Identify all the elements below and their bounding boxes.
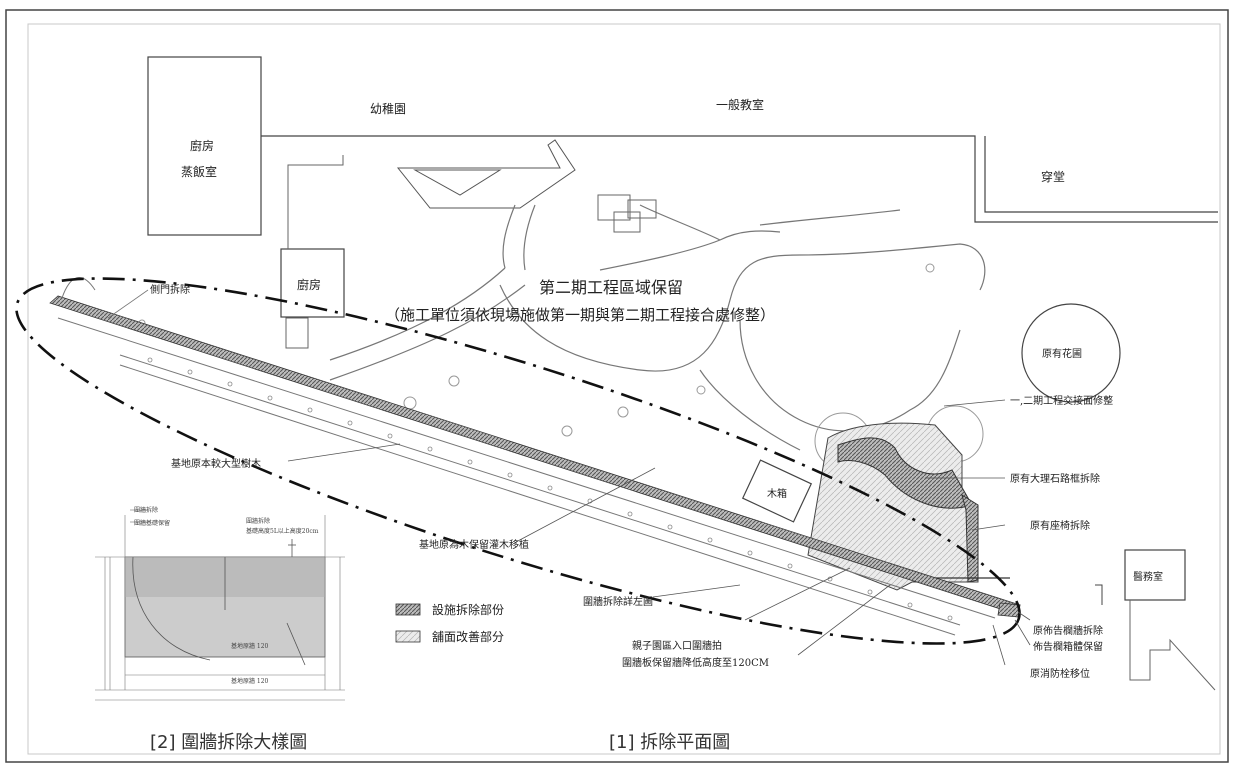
health-room-stair	[1129, 600, 1216, 691]
wall-edge-top	[57, 317, 996, 619]
planter-outer	[396, 139, 576, 209]
legend-pave-label: 舖面改善部分	[432, 629, 504, 644]
room-kitchen-line2: 蒸飯室	[181, 164, 217, 179]
detail-note4: 基礎高度5L以上高度20cm	[246, 527, 319, 535]
detail-note2: 圍牆基礎保留	[134, 519, 170, 527]
detail-ann1: 基地原牆 120	[231, 642, 269, 650]
phase2-title: 第二期工程區域保留	[539, 278, 683, 297]
classroom-wall	[261, 135, 1218, 223]
callout-small-trees: 基地原為木保留灌木移植	[419, 538, 529, 551]
wall-edge-inner	[119, 354, 961, 626]
kitchen-stairs	[285, 317, 309, 349]
callout-junction: 一,二期工程交接面修整	[1010, 394, 1113, 407]
callout-big-trees: 基地原本較大型樹木	[171, 457, 261, 470]
room-kitchen-small: 廚房	[297, 277, 321, 292]
detail-note3: 圍牆拆除	[246, 517, 270, 525]
room-flower-bed: 原有花圃	[1042, 347, 1082, 360]
kitchen-link	[287, 155, 344, 249]
callout-parent-area: 親子園區入口圍牆拍	[632, 639, 722, 652]
caption-plan: [1] 拆除平面圖	[609, 732, 730, 753]
callout-wall-detail: 圍牆拆除詳左圖	[583, 595, 653, 608]
callout-marble: 原有大理石路框拆除	[1010, 472, 1100, 485]
kitchen-steam-room	[147, 56, 262, 236]
shed-shape	[597, 194, 657, 233]
wall-detail-drawing	[95, 509, 345, 701]
corridor-wall	[984, 136, 1218, 213]
room-corridor: 穿堂	[1041, 169, 1065, 184]
room-kitchen-line1: 廚房	[190, 138, 214, 153]
kitchen-room	[280, 248, 345, 318]
room-classroom: 一般教室	[716, 97, 764, 112]
gate-leader	[107, 289, 149, 319]
legend-pave-swatch	[395, 630, 421, 643]
inner-frame	[27, 23, 1221, 755]
detail-note1: 圍牆拆除	[134, 506, 158, 514]
callout-seat: 原有座椅拆除	[1030, 519, 1090, 532]
health-room	[1124, 549, 1186, 601]
planter-inner	[413, 169, 502, 196]
room-health: 醫務室	[1133, 570, 1163, 583]
callout-railing-line1: 原佈告欄牆拆除	[1033, 624, 1103, 637]
seat-removal	[961, 493, 979, 583]
outer-frame	[5, 9, 1229, 763]
hydrant-post	[1095, 584, 1103, 605]
room-kindergarten: 幼稚園	[370, 102, 406, 116]
legend-demolish-swatch	[395, 603, 421, 616]
caption-wall-detail: [2] 圍牆拆除大樣圖	[150, 732, 307, 753]
callout-railing-line2: 佈告欄箱體保留	[1033, 640, 1103, 653]
wood-box	[741, 459, 813, 523]
side-gate-arc	[61, 277, 96, 299]
phase2-note: （施工單位須依現場施做第一期與第二期工程接合處修整）	[385, 306, 775, 324]
wall-edge-inner2	[119, 364, 956, 636]
room-wood-box: 木箱	[767, 487, 787, 500]
callout-hydrant: 原消防栓移位	[1030, 667, 1090, 680]
demolition-zone-ellipse	[15, 277, 1021, 645]
callout-side-gate: 側門拆除	[150, 283, 190, 296]
flower-bed-circle	[1021, 303, 1121, 403]
detail-ann2: 基地原牆 120	[231, 677, 269, 685]
legend-demolish-label: 設施拆除部份	[432, 602, 504, 617]
garden-paths	[329, 204, 986, 451]
callout-wall-lower: 圍牆板保留牆降低高度至120CM	[622, 656, 769, 669]
leader-lines	[287, 399, 1031, 666]
